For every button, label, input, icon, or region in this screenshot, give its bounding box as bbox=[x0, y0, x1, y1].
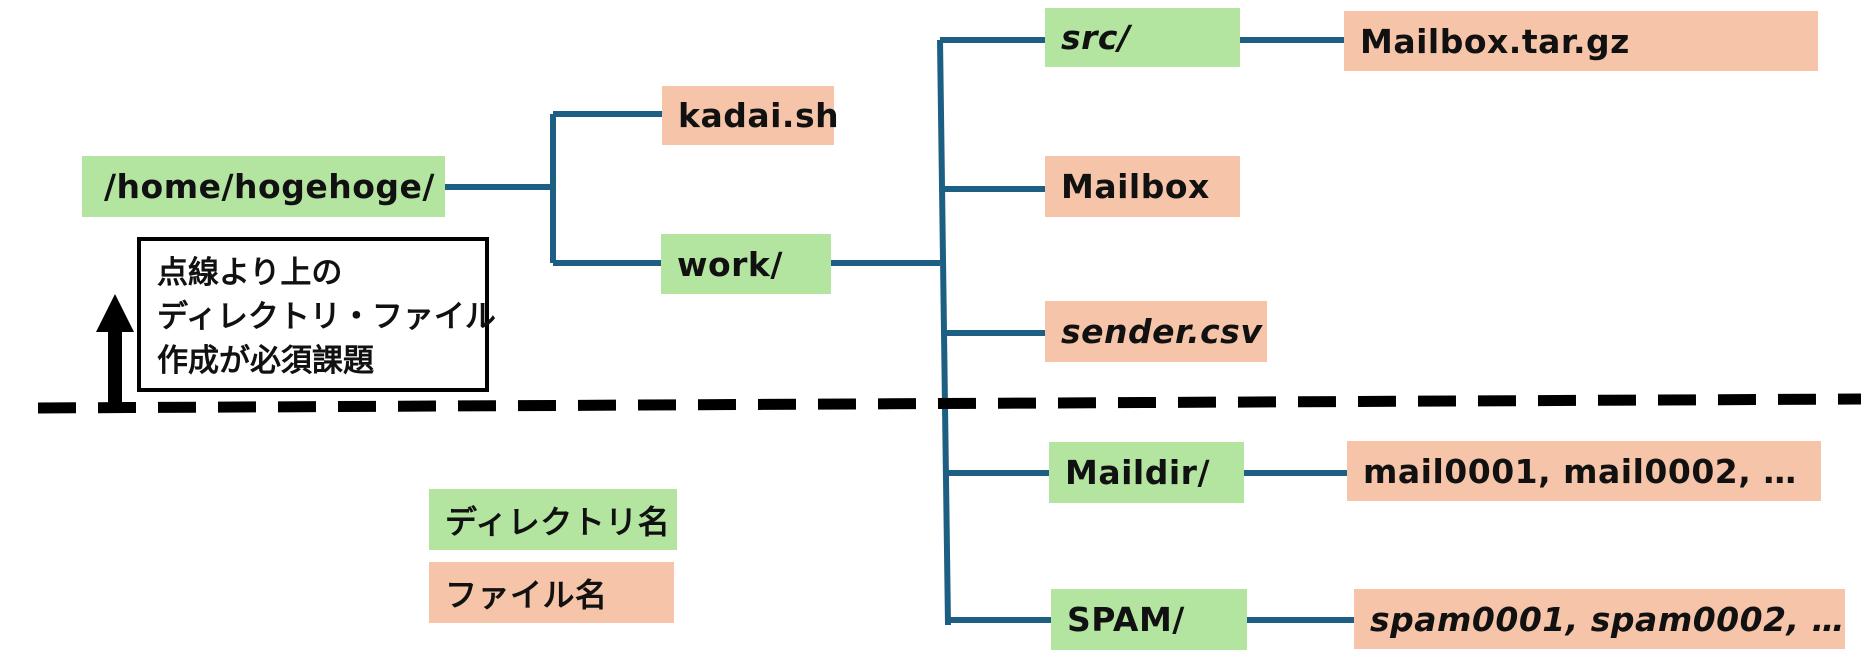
node-maildir-label: Maildir/ bbox=[1065, 453, 1210, 492]
node-maildir-files: mail0001, mail0002, … bbox=[1347, 441, 1821, 501]
note-line-1: 点線より上の bbox=[157, 255, 343, 291]
node-spam-directory: SPAM/ bbox=[1051, 589, 1247, 650]
node-maildir-directory: Maildir/ bbox=[1049, 442, 1244, 503]
legend-directory-label: ディレクトリ名 bbox=[445, 502, 671, 541]
node-mailbox-file: Mailbox bbox=[1045, 156, 1240, 217]
node-spam-files: spam0001, spam0002, … bbox=[1354, 589, 1845, 649]
node-sender-label: sender.csv bbox=[1061, 312, 1263, 351]
up-arrow-shaft bbox=[108, 330, 122, 408]
node-root-directory: /home/hogehoge/ bbox=[82, 156, 445, 217]
note-line-3: 作成が必須課題 bbox=[157, 343, 374, 379]
node-mailbox-tar-label: Mailbox.tar.gz bbox=[1360, 21, 1630, 61]
required-task-note: 点線より上の ディレクトリ・ファイル 作成が必須課題 bbox=[137, 237, 496, 392]
node-maildir-files-label: mail0001, mail0002, … bbox=[1363, 451, 1797, 491]
node-root-label: /home/hogehoge/ bbox=[104, 167, 435, 206]
legend-directory: ディレクトリ名 bbox=[429, 489, 677, 550]
node-kadai-label: kadai.sh bbox=[678, 96, 840, 135]
node-sender-file: sender.csv bbox=[1045, 301, 1267, 362]
node-work-directory: work/ bbox=[661, 234, 831, 294]
node-mailbox-tar-file: Mailbox.tar.gz bbox=[1344, 11, 1818, 71]
node-spam-label: SPAM/ bbox=[1067, 600, 1185, 639]
legend-file-label: ファイル名 bbox=[445, 575, 608, 614]
node-spam-files-label: spam0001, spam0002, … bbox=[1370, 599, 1846, 639]
node-mailbox-label: Mailbox bbox=[1061, 167, 1210, 206]
node-kadai-file: kadai.sh bbox=[662, 86, 839, 145]
legend-file: ファイル名 bbox=[429, 562, 674, 623]
up-arrow-head bbox=[96, 294, 134, 332]
dashed-separator bbox=[37, 393, 1861, 414]
note-line-2: ディレクトリ・ファイル bbox=[157, 299, 496, 335]
node-src-label: src/ bbox=[1061, 18, 1131, 57]
node-src-directory: src/ bbox=[1045, 8, 1240, 67]
node-work-label: work/ bbox=[677, 244, 783, 284]
